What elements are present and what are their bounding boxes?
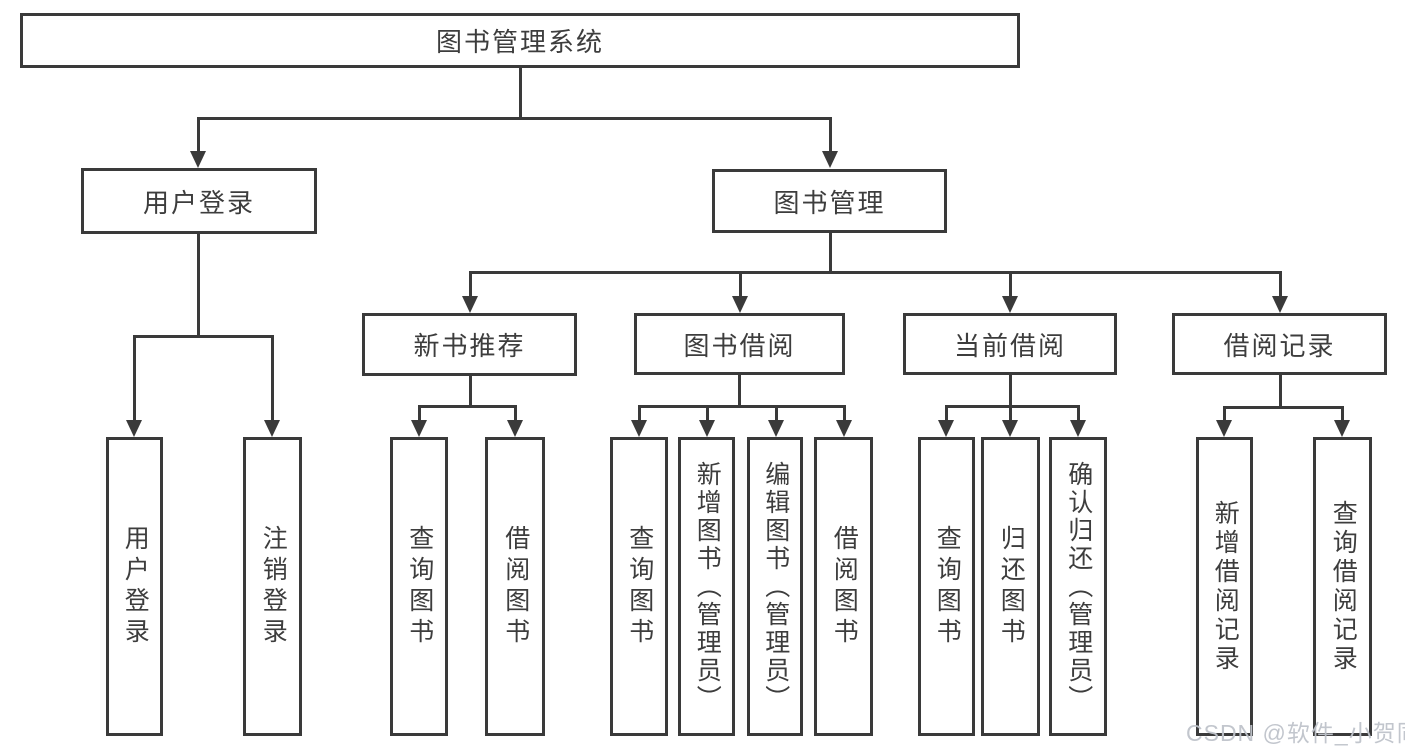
node-new-book-recommend: 新书推荐 (362, 313, 577, 376)
connector-g3-arrow-shaft-1 (638, 405, 641, 420)
arrow-down-icon (1002, 420, 1018, 437)
leaf-add-books-admin: 新增图书（管理员） (678, 437, 735, 736)
node-book-management: 图书管理 (712, 169, 947, 233)
arrow-down-icon (411, 420, 427, 437)
connector-g4-stem (1009, 375, 1012, 407)
arrow-down-icon (190, 151, 206, 168)
connector-g4-arrow-shaft-3 (1077, 405, 1080, 420)
connector-g3-arrow-shaft-2 (706, 405, 709, 420)
arrow-down-icon (631, 420, 647, 437)
connector-g1-arrow-shaft-2 (271, 335, 274, 420)
connector-g1-arrow-shaft-1 (133, 335, 136, 420)
arrow-down-icon (938, 420, 954, 437)
node-user-login: 用户登录 (81, 168, 317, 234)
arrow-down-icon (1070, 420, 1086, 437)
arrow-down-icon (836, 420, 852, 437)
connector-g5-bus (1223, 406, 1344, 409)
connector-arrow-shaft-user-login (197, 117, 200, 153)
arrow-down-icon (822, 151, 838, 168)
connector-arrow-shaft-records (1279, 271, 1282, 297)
node-current-borrowing: 当前借阅 (903, 313, 1117, 375)
csdn-watermark: CSDN @软件_小贺同学 (1186, 720, 1405, 746)
connector-g4-arrow-shaft-1 (945, 405, 948, 420)
connector-level2-bus (197, 117, 832, 120)
leaf-query-books-current: 查询图书 (918, 437, 975, 736)
connector-g5-stem (1279, 375, 1282, 408)
connector-arrow-shaft-current (1009, 271, 1012, 297)
connector-bookmgmt-stem (829, 233, 832, 272)
leaf-return-books: 归还图书 (981, 437, 1040, 736)
connector-g5-arrow-shaft-1 (1223, 406, 1226, 420)
arrow-down-icon (1002, 296, 1018, 313)
connector-g1-stem (197, 234, 200, 337)
arrow-down-icon (1272, 296, 1288, 313)
arrow-down-icon (507, 420, 523, 437)
leaf-edit-books-admin: 编辑图书（管理员） (747, 437, 803, 736)
arrow-down-icon (1334, 420, 1350, 437)
connector-g3-arrow-shaft-3 (775, 405, 778, 420)
leaf-query-books-recommend: 查询图书 (390, 437, 448, 736)
arrow-down-icon (126, 420, 142, 437)
connector-g2-stem (469, 376, 472, 407)
connector-g4-bus (945, 405, 1079, 408)
connector-g5-arrow-shaft-2 (1341, 406, 1344, 420)
node-borrowing-records: 借阅记录 (1172, 313, 1387, 375)
leaf-confirm-return-admin: 确认归还（管理员） (1049, 437, 1107, 736)
connector-level3-bus (469, 271, 1282, 274)
leaf-query-borrow-record: 查询借阅记录 (1313, 437, 1372, 736)
leaf-query-books-borrowing: 查询图书 (610, 437, 668, 736)
node-book-borrowing: 图书借阅 (634, 313, 845, 375)
arrow-down-icon (264, 420, 280, 437)
connector-g2-arrow-shaft-2 (514, 405, 517, 420)
arrow-down-icon (462, 296, 478, 313)
connector-g3-bus (638, 405, 846, 408)
leaf-user-login: 用户登录 (106, 437, 163, 736)
connector-arrow-shaft-borrow (739, 271, 742, 297)
leaf-logout: 注销登录 (243, 437, 302, 736)
connector-g4-arrow-shaft-2 (1009, 405, 1012, 420)
arrow-down-icon (699, 420, 715, 437)
connector-g2-bus (418, 405, 517, 408)
arrow-down-icon (768, 420, 784, 437)
leaf-borrow-books-recommend: 借阅图书 (485, 437, 545, 736)
connector-arrow-shaft-book-mgmt (829, 117, 832, 153)
leaf-borrow-books: 借阅图书 (814, 437, 873, 736)
node-root-system: 图书管理系统 (20, 13, 1020, 68)
arrow-down-icon (732, 296, 748, 313)
connector-g3-arrow-shaft-4 (843, 405, 846, 420)
connector-root-stem (519, 68, 522, 117)
connector-g2-arrow-shaft-1 (418, 405, 421, 420)
arrow-down-icon (1216, 420, 1232, 437)
connector-arrow-shaft-newbook (469, 271, 472, 297)
leaf-add-borrow-record: 新增借阅记录 (1196, 437, 1253, 736)
connector-g1-bus (133, 335, 274, 338)
connector-g3-stem (738, 375, 741, 407)
